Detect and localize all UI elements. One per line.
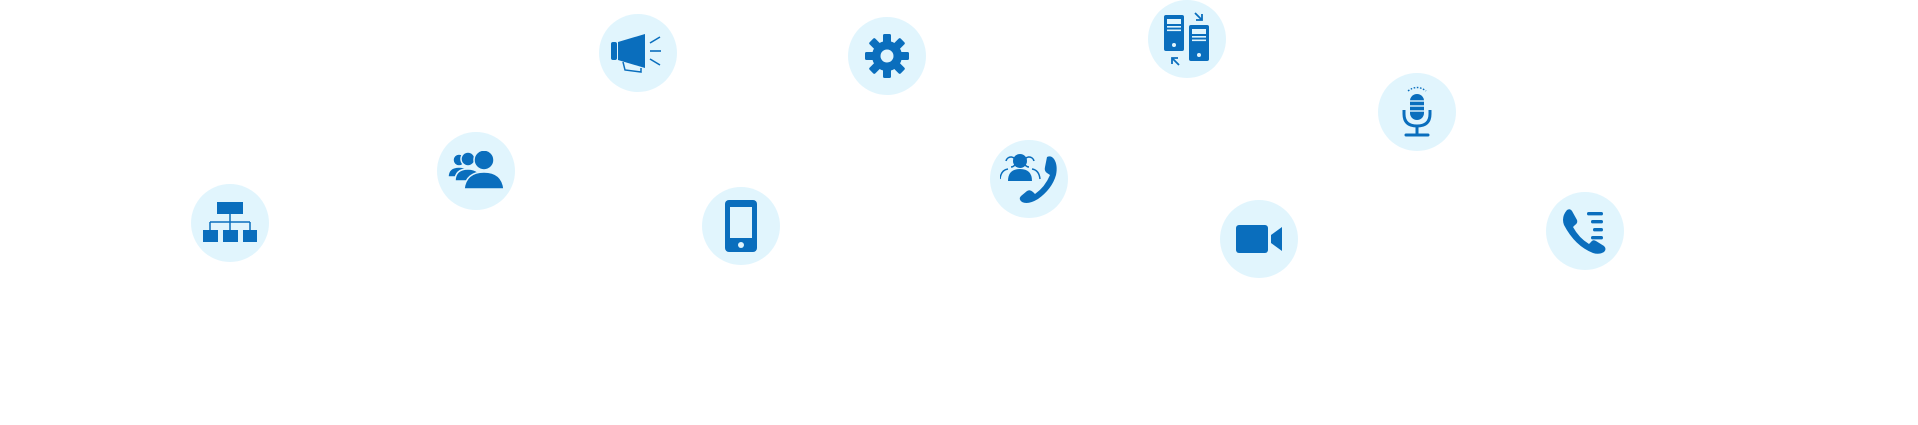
microphone-icon [1402,86,1432,137]
server-sync-icon [1164,12,1209,66]
gear-icon [865,34,909,78]
mobile-bubble [702,187,780,265]
call-list-icon [1563,209,1606,254]
gear-bubble [848,17,926,95]
video-camera-icon [1236,225,1282,253]
megaphone-icon [611,34,661,73]
mobile-phone-icon [725,200,757,252]
org-chart-bubble [191,184,269,262]
video-camera-bubble [1220,200,1298,278]
server-sync-bubble [1148,0,1226,78]
support-call-bubble [990,140,1068,218]
support-call-icon [1000,154,1057,203]
megaphone-bubble [599,14,677,92]
microphone-bubble [1378,73,1456,151]
call-list-bubble [1546,192,1624,270]
org-chart-icon [203,202,257,242]
team-icon [448,151,504,190]
team-bubble [437,132,515,210]
